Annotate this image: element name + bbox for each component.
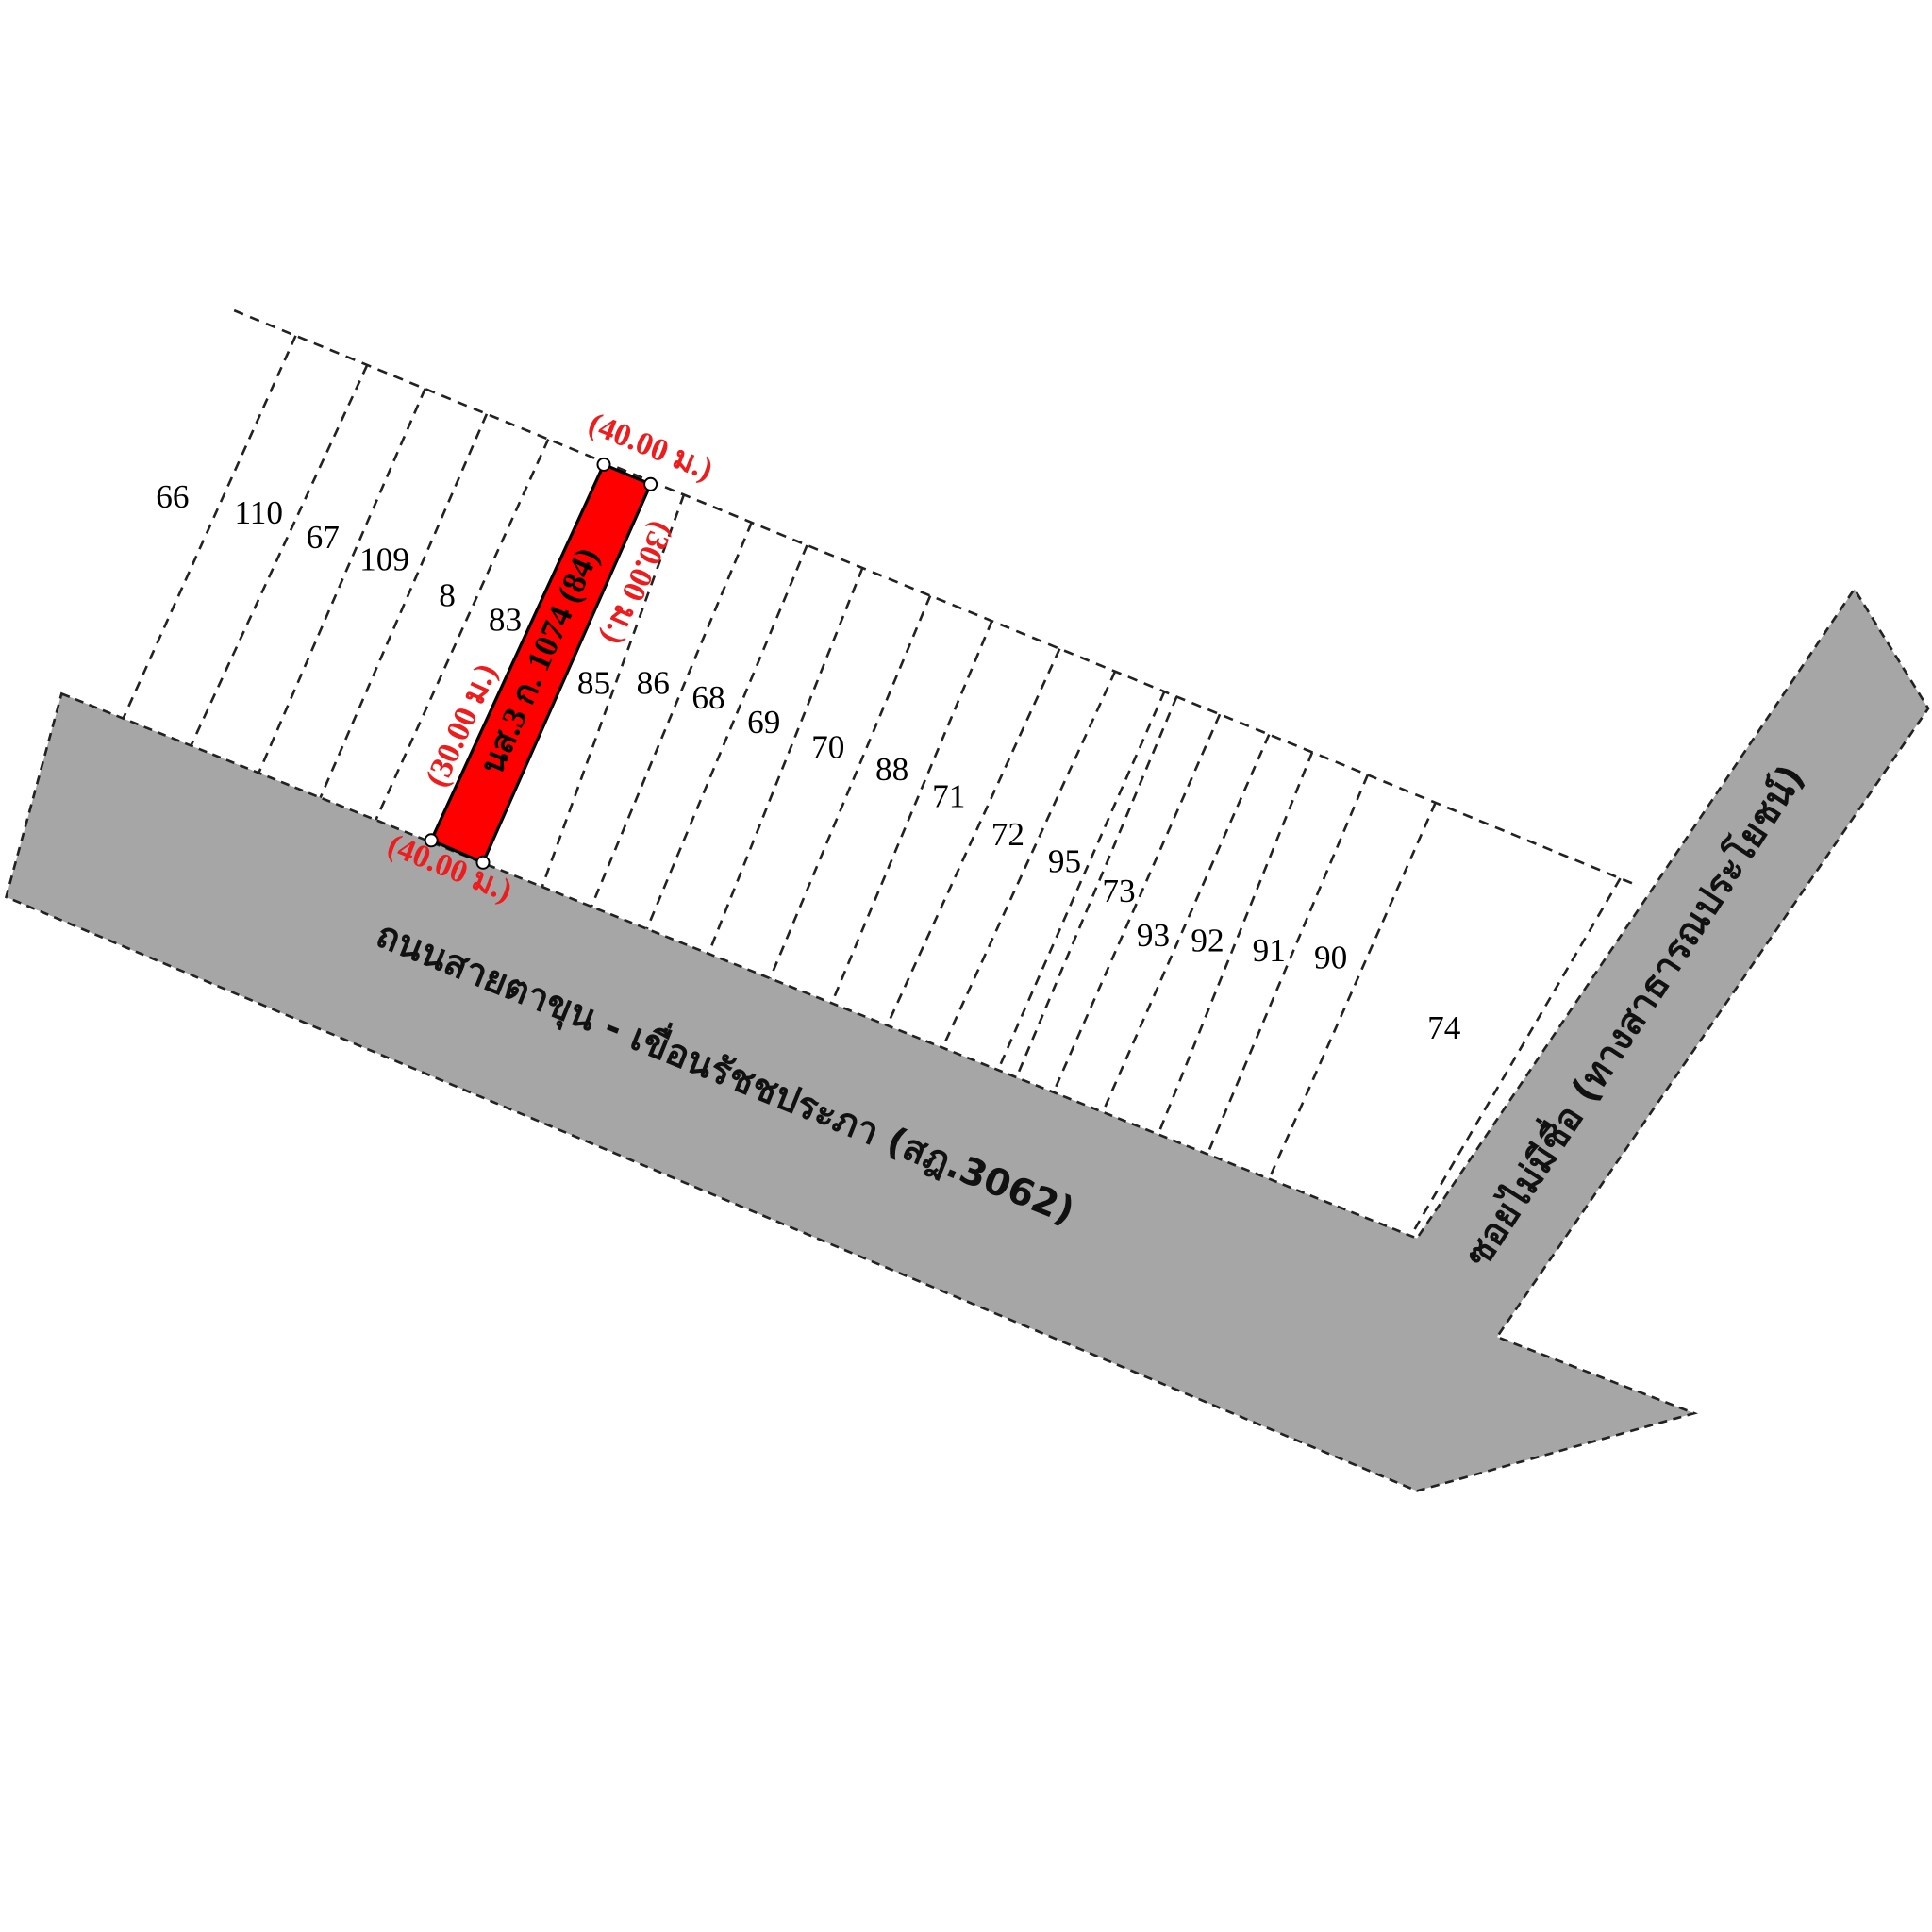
parcel-number: 71 <box>932 778 965 815</box>
parcel-number: 69 <box>747 704 780 741</box>
parcel-number: 83 <box>489 602 522 639</box>
parcel-dividers <box>122 335 1622 1237</box>
parcel-divider-line <box>830 620 993 1004</box>
parcel-number: 66 <box>156 478 189 515</box>
parcel-number: 85 <box>577 664 610 701</box>
parcel-number: 67 <box>307 519 340 556</box>
corner-marker <box>643 476 658 491</box>
parcel-divider-line <box>190 364 369 746</box>
parcel-divider-line <box>1268 802 1437 1180</box>
parcel-number: 91 <box>1253 932 1286 969</box>
side-road-label: ซอยไม่มีชื่อ (ทางสาธารณประโยชน์) <box>1452 755 1813 1274</box>
parcel-number: 73 <box>1102 873 1135 909</box>
parcel-divider-line <box>1157 751 1314 1135</box>
parcel-number: 110 <box>234 494 283 531</box>
parcel-number: 86 <box>637 664 670 701</box>
parcel-divider-line <box>886 648 1061 1026</box>
parcel-divider-line <box>1015 696 1178 1078</box>
parcel-divider-line <box>122 335 297 720</box>
parcel-divider-line <box>590 522 753 908</box>
parcel-divider-line <box>1409 877 1622 1237</box>
parcel-divider-line <box>319 413 489 799</box>
subject-parcel-label: นส.3 ก. 1074 (84) <box>474 542 607 779</box>
parcel-divider-line <box>645 544 808 930</box>
parcel-divider-line <box>707 567 864 955</box>
parcel-divider-line <box>541 494 686 888</box>
corner-marker <box>596 457 611 472</box>
parcel-number: 72 <box>991 816 1024 853</box>
road-area <box>4 586 1930 1492</box>
parcel-divider-line <box>258 388 426 774</box>
parcel-number: 92 <box>1191 922 1224 958</box>
parcel-divider-line <box>996 691 1166 1071</box>
corner-marker <box>475 855 491 870</box>
parcel-number: 95 <box>1048 843 1081 880</box>
parcel-number: 109 <box>359 541 409 578</box>
parcel-rear-boundary <box>233 308 1634 885</box>
parcel-divider-line <box>941 671 1117 1049</box>
corner-marker <box>424 833 439 848</box>
parcel-number: 68 <box>691 679 724 716</box>
parcel-number: 88 <box>875 751 908 788</box>
parcel-number: 93 <box>1137 917 1170 954</box>
parcel-number: 90 <box>1314 940 1347 976</box>
parcel-divider-line <box>375 439 550 821</box>
parcel-number: 74 <box>1427 1009 1461 1046</box>
parcel-number: 8 <box>439 577 456 614</box>
parcel-divider-line <box>769 594 932 979</box>
parcel-number: 70 <box>811 728 844 765</box>
